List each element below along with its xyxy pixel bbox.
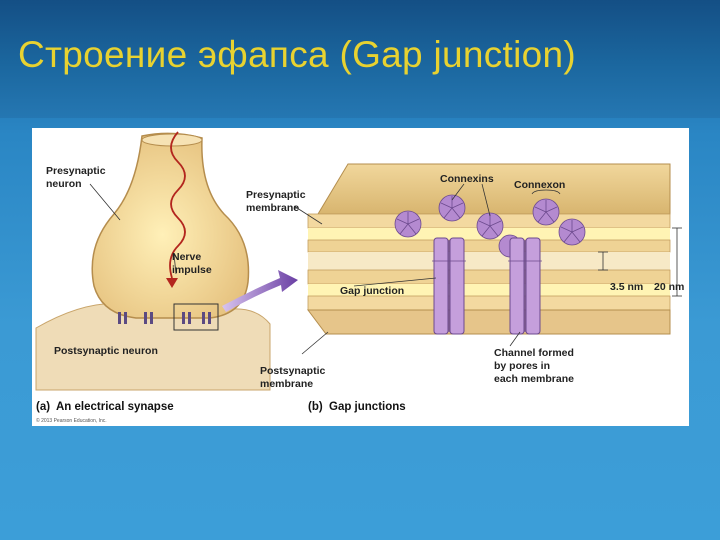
gap-junction-figure: Presynaptic neuron Nerve impulse Postsyn… [32,128,689,426]
presynaptic-membrane-top [317,163,671,215]
figure-svg: Presynaptic neuron Nerve impulse Postsyn… [35,131,684,424]
label-gap-junction: Gap junction [340,285,404,297]
label-connexon: Connexon [514,179,565,191]
label-connexins: Connexins [440,173,494,185]
junction-channels [118,312,211,324]
label-channel-2: by pores in [494,360,550,372]
presynaptic-terminal-shape [91,132,250,319]
caption-b-letter: (b) [308,401,323,413]
slide-title-band [0,0,720,118]
caption-a-letter: (a) [36,401,50,413]
label-3-5nm: 3.5 nm [610,281,643,293]
label-presynaptic-neuron-1: Presynaptic [46,165,106,177]
postsynaptic-membrane-bottom [307,309,671,335]
zoom-box [173,303,219,331]
dimension-markers [598,227,682,297]
label-postsynaptic-membrane-1: Postsynaptic [260,365,326,377]
label-presynaptic-neuron-2: neuron [46,178,82,190]
copyright-notice: © 2013 Pearson Education, Inc. [36,417,107,424]
label-postsynaptic-neuron: Postsynaptic neuron [54,345,158,357]
label-nerve-impulse-1: Nerve [172,251,201,263]
label-20nm: 20 nm [654,281,684,293]
gap-junctions-illustration: Presynaptic membrane Connexins Connexon … [246,163,684,390]
nerve-impulse-arrowhead [166,278,178,288]
label-postsynaptic-membrane-2: membrane [260,378,313,390]
label-channel-3: each membrane [494,373,574,385]
gap-junction-channels [433,237,541,335]
caption-a-text: An electrical synapse [56,401,174,413]
zoom-arrow [222,270,298,312]
label-leaders [293,183,521,355]
label-nerve-impulse-2: impulse [172,264,212,276]
slide-title: Строение эфапса (Gap junction) [18,34,577,75]
caption-b-text: Gap junctions [329,401,406,413]
label-presynaptic-membrane-1: Presynaptic [246,189,306,201]
label-presynaptic-membrane-2: membrane [246,202,299,214]
label-channel-1: Channel formed [494,347,574,359]
electrical-synapse-illustration: Presynaptic neuron Nerve impulse Postsyn… [35,131,298,391]
nerve-impulse-path [169,131,186,279]
